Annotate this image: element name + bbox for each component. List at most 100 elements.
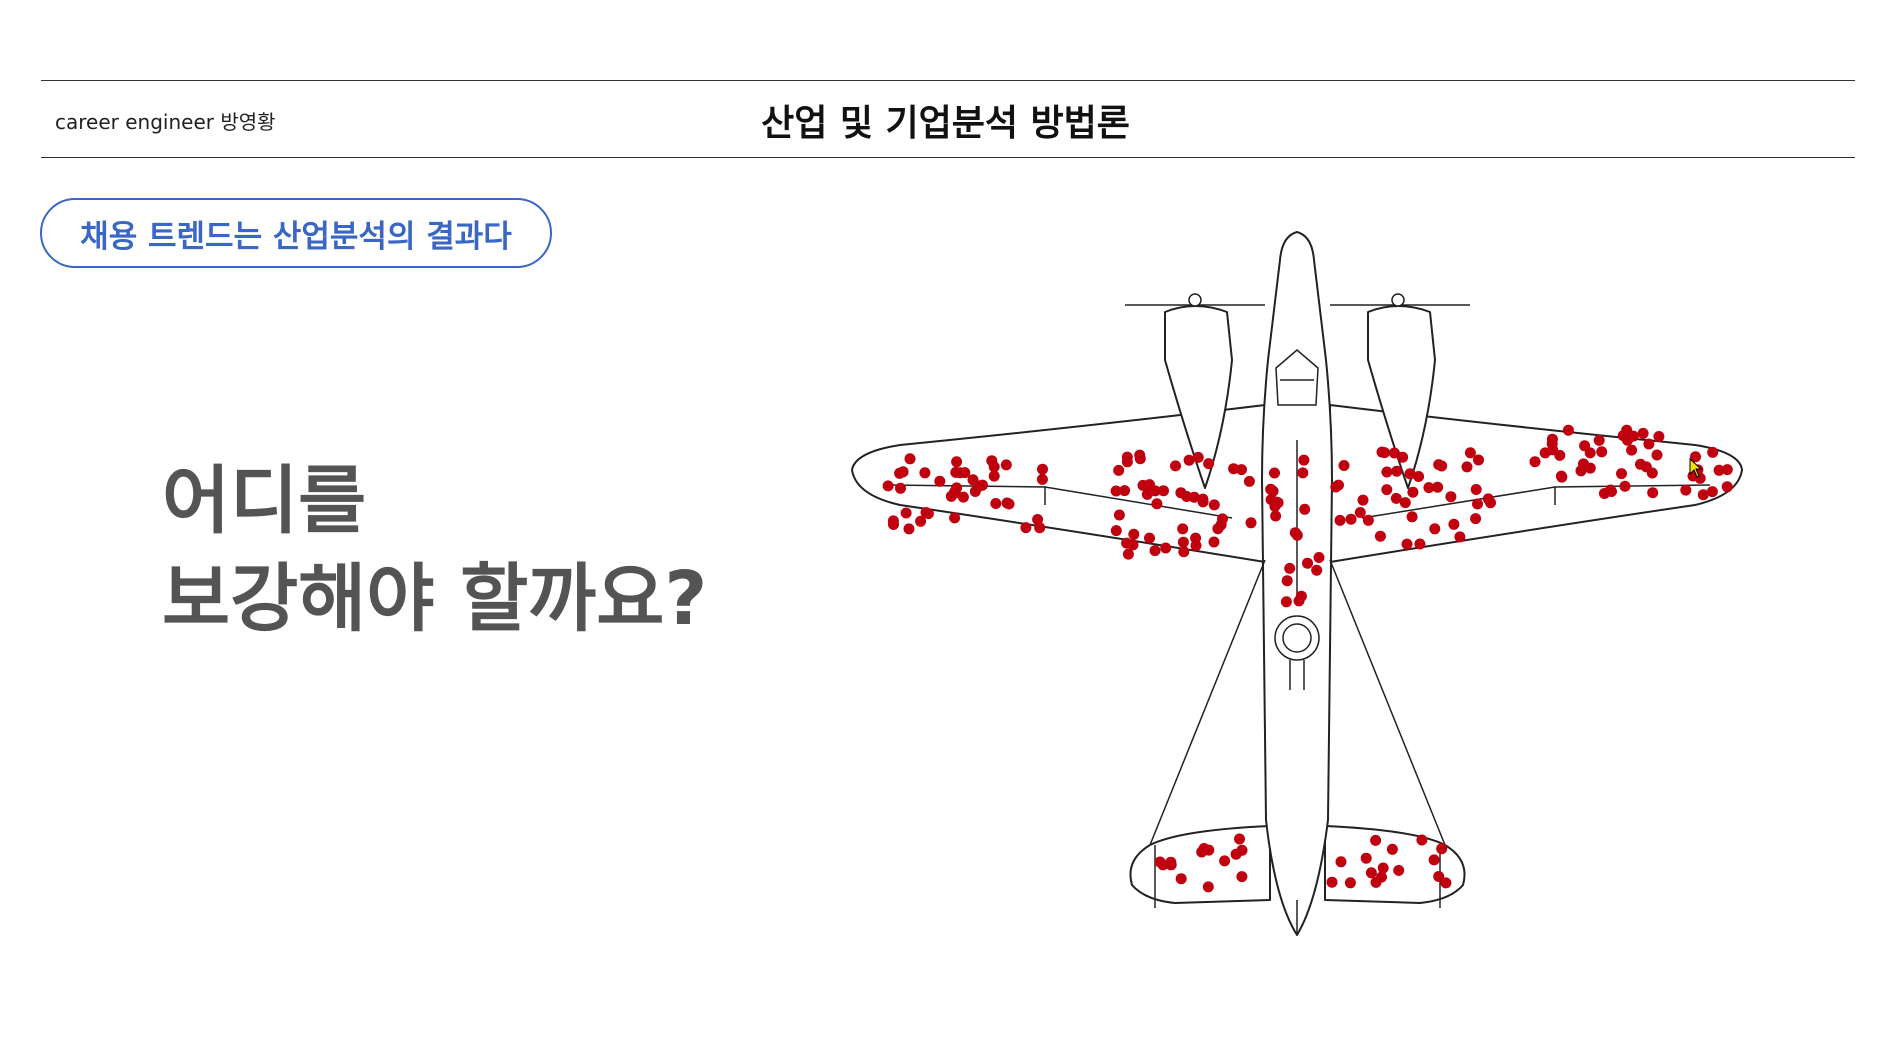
damage-dot [977, 479, 988, 491]
damage-dot [1160, 542, 1172, 554]
damage-dot [1137, 479, 1149, 491]
damage-dot [895, 482, 906, 494]
question-line-1: 어디를 [162, 458, 367, 544]
damage-dot [1616, 468, 1627, 480]
damage-dot [1020, 522, 1032, 534]
damage-dot [1127, 539, 1139, 551]
damage-dot [888, 519, 899, 530]
damage-dot [1311, 564, 1323, 576]
damage-dot [1546, 433, 1558, 445]
damage-dot [954, 467, 966, 479]
damage-dot [1289, 527, 1301, 539]
damage-dot [1621, 424, 1633, 436]
damage-dot [1721, 464, 1733, 476]
damage-dot [1454, 531, 1466, 543]
damage-dot [1119, 485, 1131, 497]
damage-dot [1404, 468, 1416, 480]
damage-dot [1267, 485, 1279, 497]
damage-dot [1635, 458, 1646, 470]
damage-dot [1170, 460, 1181, 472]
damage-dot [915, 515, 927, 527]
header-top-rule [41, 80, 1855, 81]
damage-dot [1393, 864, 1405, 876]
damage-dot [1386, 843, 1398, 855]
damage-dot [1713, 464, 1725, 476]
damage-dot [1177, 523, 1189, 535]
damage-dot [1175, 873, 1187, 885]
damage-dot [1407, 486, 1419, 498]
damage-dot [1313, 552, 1325, 563]
mouse-cursor-icon [1689, 458, 1703, 478]
damage-dot [1217, 513, 1228, 525]
damage-dot [1578, 458, 1589, 470]
damage-dot [900, 507, 912, 519]
damage-dot [1596, 446, 1608, 458]
damage-dot [1208, 499, 1220, 511]
damage-dot [1113, 509, 1125, 521]
damage-dot [1416, 834, 1428, 846]
damage-dot [1335, 856, 1347, 868]
damage-dot [1436, 843, 1448, 855]
damage-dot [1399, 497, 1411, 509]
damage-dot [1110, 525, 1122, 537]
damage-dot [1555, 470, 1567, 482]
damage-dot [1234, 833, 1245, 845]
damage-dot [1626, 444, 1638, 456]
damage-dot [1357, 494, 1369, 506]
damage-dot [1370, 876, 1382, 888]
damage-dot [1390, 492, 1402, 504]
damage-dot [1482, 493, 1494, 505]
damage-dot [1128, 528, 1140, 540]
damage-dot [919, 467, 931, 479]
damage-dot [1326, 876, 1338, 888]
damage-dot [1144, 532, 1155, 544]
damage-dot [1190, 540, 1202, 552]
damage-dot [1388, 447, 1400, 459]
damage-dot [1461, 461, 1473, 473]
damage-dot [920, 507, 932, 518]
damage-dot [988, 470, 1000, 482]
damage-dot [1302, 557, 1313, 569]
damage-dot [1228, 463, 1240, 475]
damage-dot [1297, 467, 1309, 479]
damage-dot [1428, 854, 1440, 866]
section-badge: 채용 트렌드는 산업분석의 결과다 [40, 198, 552, 268]
damage-dot [897, 466, 909, 478]
damage-dot [1158, 485, 1169, 497]
damage-dot [903, 523, 915, 535]
damage-dot [1432, 481, 1444, 493]
damage-dot [1440, 877, 1452, 889]
damage-dot [1470, 513, 1482, 525]
damage-dot [1562, 424, 1574, 436]
damage-dot [1647, 487, 1659, 499]
airplane-details [884, 293, 1711, 935]
damage-dot [1151, 498, 1163, 510]
damage-dot [1270, 497, 1282, 508]
damage-dot [1397, 451, 1409, 463]
damage-dot [1230, 848, 1242, 860]
damage-dot [1149, 485, 1161, 497]
damage-dot [1197, 496, 1209, 508]
damage-dot [1280, 596, 1292, 608]
damage-dot [1298, 454, 1310, 466]
damage-dot [904, 453, 916, 465]
damage-dot [1284, 562, 1296, 574]
damage-dot [1423, 482, 1435, 494]
damage-dot [1429, 523, 1441, 535]
damage-dot [1365, 867, 1377, 879]
damage-dot [1188, 491, 1200, 503]
damage-dot [1202, 881, 1214, 893]
damage-dot [969, 486, 981, 497]
damage-dot [1646, 467, 1658, 479]
damage-dot [1651, 449, 1663, 461]
damage-dot [1219, 855, 1231, 867]
damage-dot [1192, 451, 1204, 463]
damage-dot [1472, 498, 1483, 510]
damage-dot [882, 480, 894, 492]
damage-dot [949, 512, 961, 524]
header-bottom-rule [41, 157, 1855, 158]
damage-dot [1299, 503, 1311, 515]
question-line-2: 보강해야 할까요? [162, 556, 708, 642]
damage-dot [1653, 431, 1665, 442]
